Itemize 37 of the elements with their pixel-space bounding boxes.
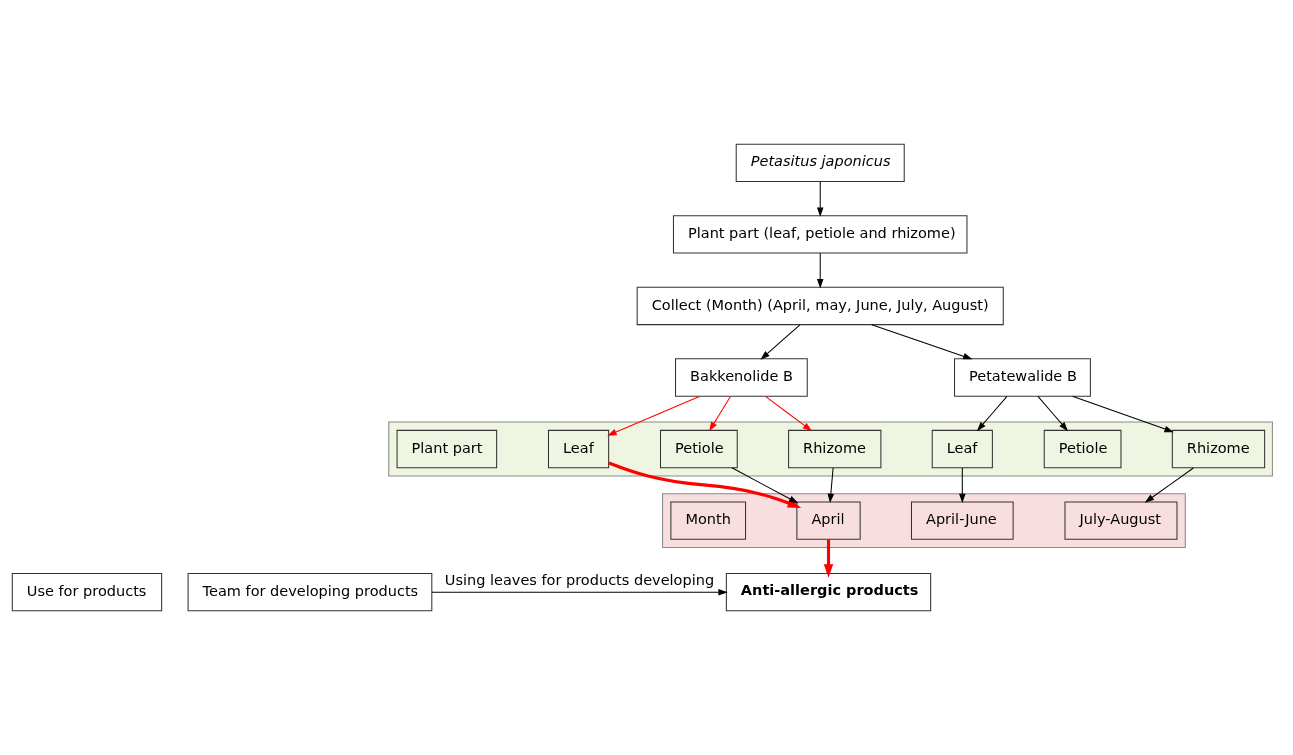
node-box: Leaf (547, 429, 610, 469)
node-box: Rhizome (1171, 429, 1266, 469)
node-box: April (796, 501, 861, 540)
node-box: Petatewalide B (954, 358, 1091, 397)
node-box: Anti-allergic products (725, 573, 932, 612)
arrow (1071, 395, 1174, 433)
edge-label: Using leaves for products developing (444, 572, 715, 589)
node-box: Team for developing products (187, 573, 433, 612)
arrow (607, 395, 701, 436)
node-box: Month (670, 501, 747, 540)
node-box: Petiole (1043, 429, 1122, 469)
node-box: Petasitus japonicus (735, 143, 905, 182)
arrow (1037, 395, 1068, 432)
node-box: Rhizome (788, 429, 882, 469)
arrow (431, 588, 728, 596)
arrow (608, 461, 802, 508)
node-box: Bakkenolide B (675, 358, 808, 397)
arrow (764, 395, 813, 432)
arrow (976, 395, 1008, 432)
node-box: Collect (Month) (April, may, June, July, August) (636, 286, 1004, 326)
arrow (816, 252, 824, 289)
node-box: April-June (910, 501, 1014, 540)
arrow (709, 395, 731, 432)
arrow (760, 324, 801, 360)
node-box: July-August (1064, 501, 1178, 540)
node-box: Petiole (660, 429, 738, 469)
arrow (823, 539, 834, 578)
node-box: Plant part (leaf, petiole and rhizome) (672, 215, 968, 254)
node-box: Leaf (931, 429, 993, 469)
arrow (731, 467, 799, 504)
arrow (871, 324, 973, 360)
arrow (1144, 467, 1194, 503)
arrow (816, 181, 824, 217)
arrow (827, 467, 835, 504)
arrow (959, 467, 966, 504)
node-box: Plant part (396, 429, 498, 469)
node-box: Use for products (11, 573, 163, 612)
